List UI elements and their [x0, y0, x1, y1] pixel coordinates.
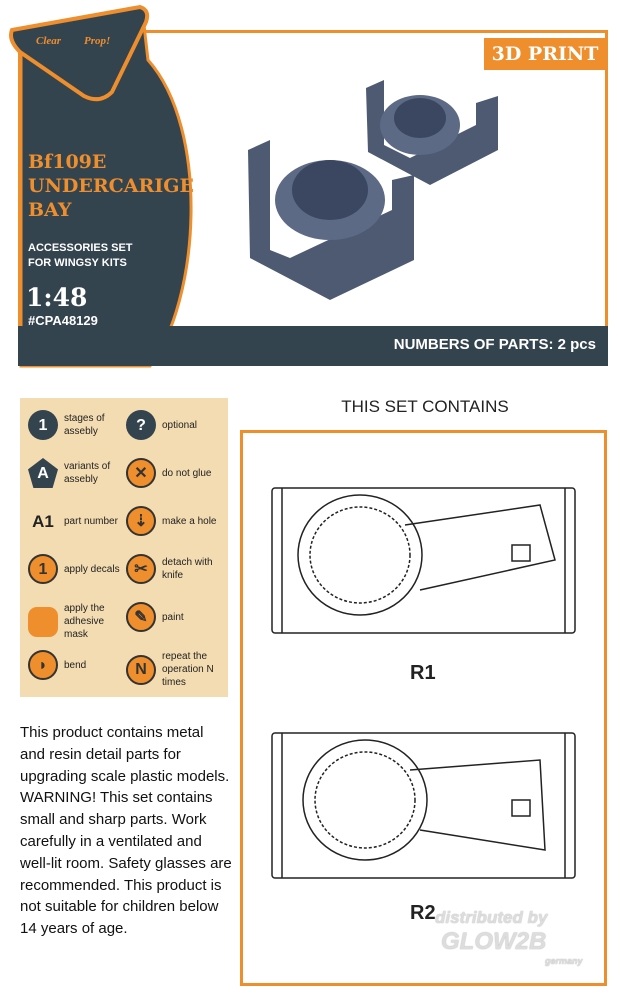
contents-box	[240, 430, 607, 986]
part-number-icon: A1	[32, 511, 54, 531]
legend-item: 1 apply decals	[28, 554, 124, 584]
legend-label: stages of assebly	[64, 413, 105, 437]
legend-item: ? optional	[126, 410, 222, 440]
bend-icon: ◗	[28, 650, 58, 680]
product-title: Bf109E UNDERCARIGE BAY	[28, 150, 194, 222]
svg-text:Clear: Clear	[36, 35, 62, 47]
parts-band	[18, 326, 608, 366]
drill-icon: ⇣	[126, 506, 156, 536]
legend-label: apply decals	[64, 563, 120, 575]
logo-shield-icon	[9, 4, 150, 102]
legend-item: ✕ do not glue	[126, 458, 222, 488]
no-glue-icon: ✕	[126, 458, 156, 488]
part-label-r1: R1	[410, 662, 436, 684]
warning-text: WARNING! This set contains small and sha…	[20, 789, 232, 938]
svg-text:Prop!: Prop!	[84, 35, 110, 47]
legend-item: ◗ bend	[28, 650, 124, 680]
legend-item: apply the adhesive mask	[28, 602, 124, 641]
legend-item: A1 part number	[28, 506, 124, 536]
product-code: #CPA48129	[28, 313, 98, 328]
legend-label: part number	[64, 515, 118, 527]
legend-label: make a hole	[162, 515, 217, 527]
legend-label: bend	[64, 659, 87, 671]
contents-title: THIS SET CONTAINS	[341, 397, 509, 416]
pentagon-variant-icon: A	[28, 458, 58, 488]
title-line: Bf109E	[28, 151, 107, 173]
watermark-logo: GLOW2B	[441, 928, 547, 955]
parts-count: NUMBERS OF PARTS: 2 pcs	[393, 336, 596, 353]
3d-print-badge: 3D PRINT	[484, 38, 606, 70]
watermark-line: distributed by	[435, 908, 548, 927]
legend-label: apply the adhesive mask	[64, 603, 105, 640]
legend-label: paint	[162, 611, 184, 623]
legend-item: ✎ paint	[126, 602, 222, 632]
scale: 1:48	[26, 283, 88, 312]
legend-label: do not glue	[162, 467, 212, 479]
repeat-icon: N	[126, 654, 156, 685]
title-line: BAY	[28, 199, 72, 221]
knife-icon: ✂	[126, 554, 156, 584]
product-description: This product contains metal and resin de…	[20, 722, 232, 940]
watermark-line: germany	[545, 956, 583, 966]
3d-part-render-large	[248, 140, 414, 300]
legend-label: detach with knife	[162, 557, 213, 581]
3d-part-render-small	[366, 80, 498, 185]
description-text: This product contains metal and resin de…	[20, 724, 230, 785]
legend-item: ⇣ make a hole	[126, 506, 222, 536]
subtitle-line: FOR WINGSY KITS	[28, 257, 127, 269]
question-icon: ?	[126, 410, 156, 440]
subtitle-line: ACCESSORIES SET	[28, 242, 133, 254]
part-label-r2: R2	[410, 902, 436, 924]
header-artwork: Clear Prop!	[9, 4, 498, 368]
title-line: UNDERCARIGE	[28, 175, 194, 197]
legend-item: ✂detach with knife	[126, 554, 222, 584]
decal-icon: 1	[28, 554, 58, 584]
mask-icon	[28, 606, 58, 637]
legend-label: variants of assebly	[64, 461, 111, 485]
legend-label: optional	[162, 419, 198, 431]
brush-icon: ✎	[126, 602, 156, 632]
distributor-watermark: distributed by GLOW2B germany	[435, 908, 583, 966]
product-subtitle: ACCESSORIES SET FOR WINGSY KITS	[28, 241, 133, 271]
stage-number-icon: 1	[28, 410, 58, 440]
legend-label: repeat the operation N times	[162, 651, 214, 688]
